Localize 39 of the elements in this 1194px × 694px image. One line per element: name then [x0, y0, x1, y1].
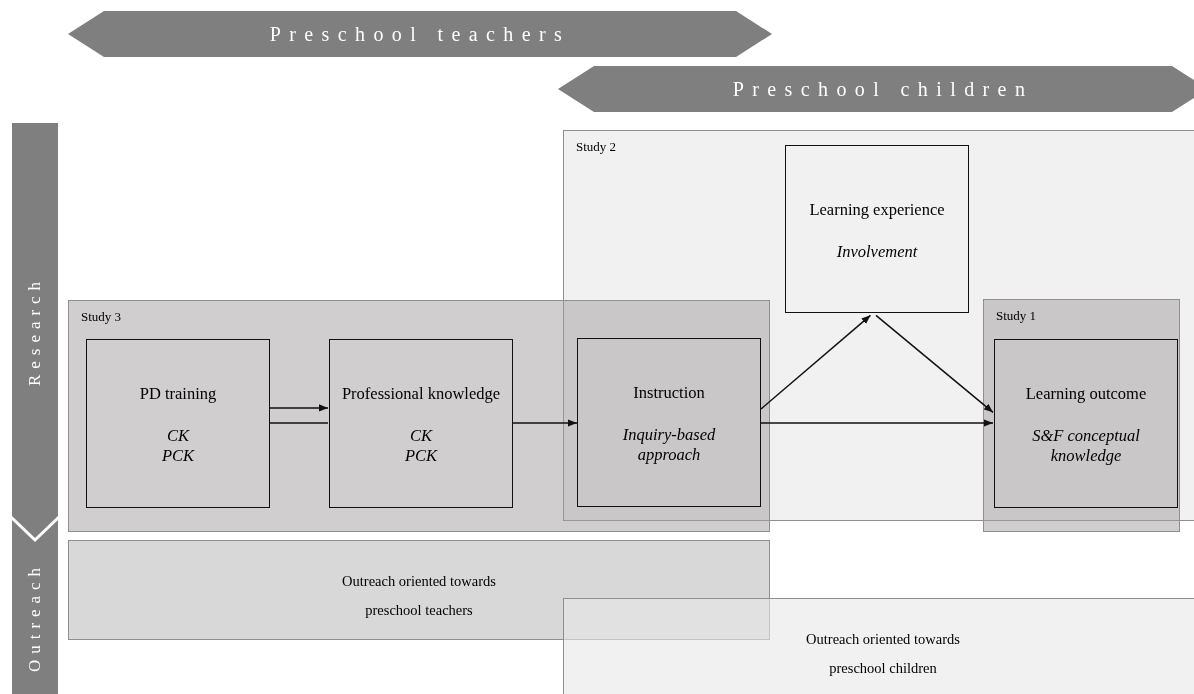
band-label: Research	[25, 275, 45, 386]
outreach-box	[563, 598, 1194, 694]
band-label: Outreach	[25, 562, 45, 672]
study-region	[68, 300, 770, 532]
study-region	[563, 130, 1194, 521]
concept-box	[329, 339, 513, 508]
section-band	[12, 520, 58, 694]
arrow	[760, 419, 994, 427]
study-label: Study 3	[81, 309, 122, 325]
concept-box	[785, 145, 969, 313]
concept-box	[577, 338, 761, 507]
outreach-box	[68, 540, 770, 640]
outreach-text: Outreach oriented towards preschool teachers	[341, 572, 497, 620]
arrow	[268, 404, 329, 412]
band-label: Preschool teachers	[269, 22, 571, 46]
box-heading: Professional knowledge	[341, 384, 501, 404]
box-detail: PCK	[404, 445, 438, 466]
study-label: Study 2	[576, 139, 617, 155]
box-detail: CK	[410, 426, 432, 446]
band-label: Preschool children	[732, 77, 1034, 101]
study-label: Study 1	[996, 308, 1037, 324]
group-banner	[68, 11, 772, 57]
box-heading: Learning outcome	[1025, 384, 1147, 404]
box-detail: CK	[167, 426, 189, 446]
box-detail: Involvement	[836, 242, 918, 262]
group-banner	[558, 66, 1194, 112]
concept-box	[86, 339, 270, 508]
connector-line	[268, 422, 329, 424]
arrow	[875, 314, 994, 414]
box-detail: S&F conceptual knowledge	[1031, 426, 1141, 466]
box-heading: Learning experience	[809, 200, 945, 220]
outreach-text: Outreach oriented towards preschool children	[805, 630, 961, 678]
box-heading: Instruction	[633, 383, 705, 403]
arrow	[511, 419, 578, 427]
arrow	[760, 314, 872, 410]
box-heading: PD training	[139, 384, 217, 404]
box-detail: PCK	[161, 445, 195, 466]
concept-box	[994, 339, 1178, 508]
box-detail: Inquiry-based approach	[621, 425, 717, 465]
